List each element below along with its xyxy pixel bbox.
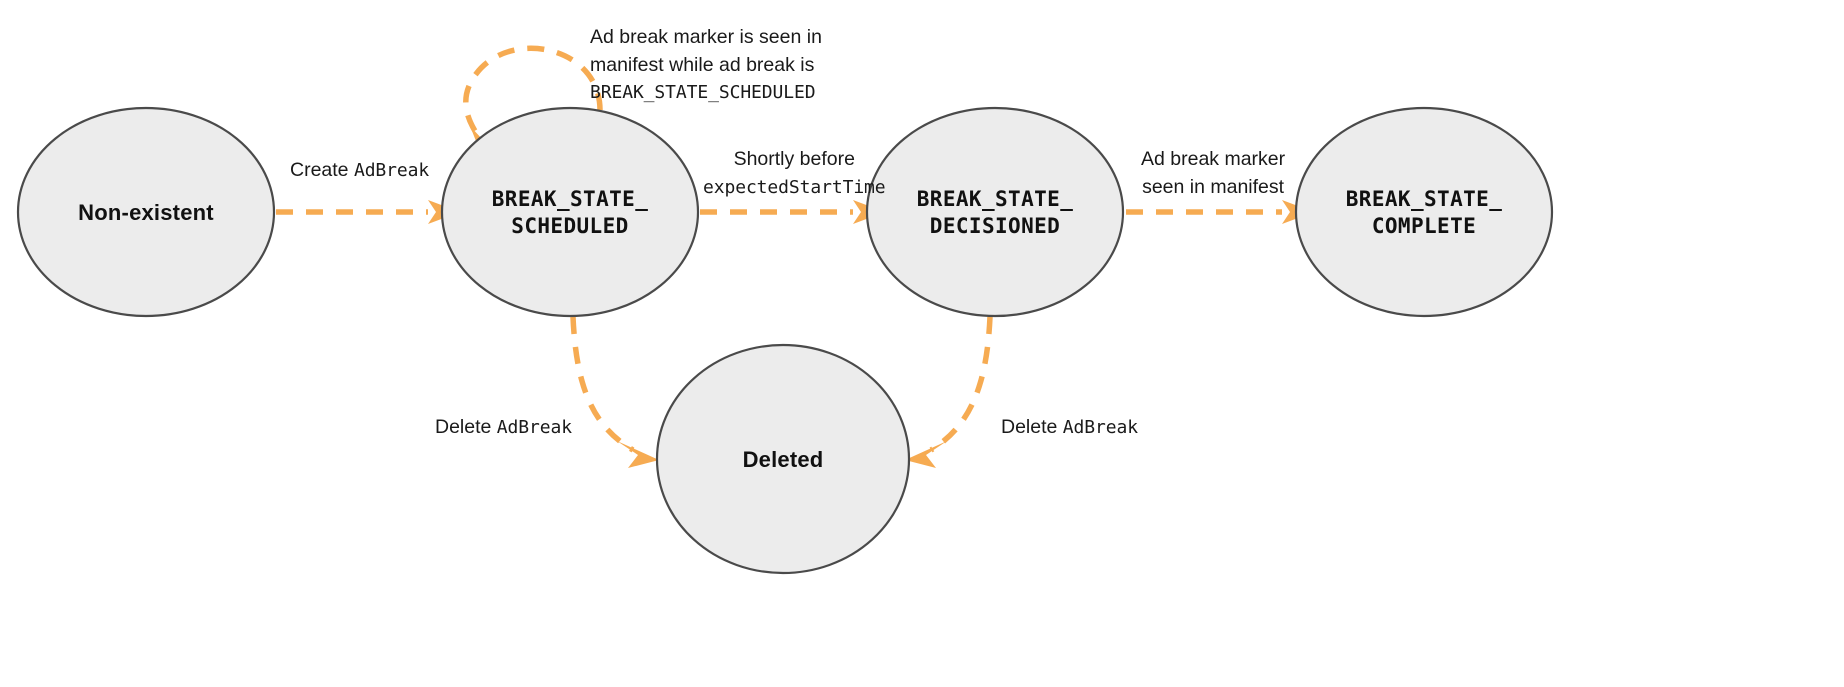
edge-label-text-code: AdBreak xyxy=(496,417,572,438)
edge-decisioned-to-complete xyxy=(1126,200,1314,224)
edge-label-text-prefix: Delete xyxy=(1001,416,1063,438)
edge-label-self-loop-scheduled: Ad break marker is seen in manifest whil… xyxy=(590,24,822,107)
edge-label-decisioned-to-deleted: Delete AdBreak xyxy=(1001,414,1138,442)
edge-label-text-prefix: Delete xyxy=(435,416,497,438)
state-node-non-existent[interactable] xyxy=(16,106,276,318)
edge-label-line1: Ad break marker xyxy=(1141,148,1286,170)
edge-label-scheduled-to-decisioned: Shortly before expectedStartTime xyxy=(703,146,886,201)
edge-label-line2: seen in manifest xyxy=(1142,175,1285,198)
state-node-break-state-scheduled[interactable] xyxy=(440,106,700,318)
state-node-deleted[interactable] xyxy=(655,343,911,575)
edge-label-line1: Ad break marker is seen in xyxy=(590,26,822,48)
edge-label-decisioned-to-complete: Ad break marker seen in manifest xyxy=(1141,146,1285,201)
edge-scheduled-to-decisioned xyxy=(700,200,885,224)
state-node-break-state-complete[interactable] xyxy=(1294,106,1554,318)
edge-label-line1: Shortly before xyxy=(733,148,855,170)
edge-label-create-adbreak: Create AdBreak xyxy=(290,157,429,185)
edge-label-scheduled-to-deleted: Delete AdBreak xyxy=(435,414,572,442)
edge-label-text-code: AdBreak xyxy=(1062,417,1138,438)
edge-label-line3-code: BREAK_STATE_SCHEDULED xyxy=(590,82,816,104)
edge-label-line2: manifest while ad break is xyxy=(590,53,815,76)
edge-label-line2-code: expectedStartTime xyxy=(703,176,886,198)
edge-label-text-prefix: Create xyxy=(290,159,354,181)
edge-create-adbreak xyxy=(276,200,460,224)
edge-decisioned-to-deleted xyxy=(905,316,993,468)
state-node-break-state-decisioned[interactable] xyxy=(865,106,1125,318)
edge-label-text-code: AdBreak xyxy=(353,160,430,181)
edge-scheduled-to-deleted xyxy=(570,316,659,468)
